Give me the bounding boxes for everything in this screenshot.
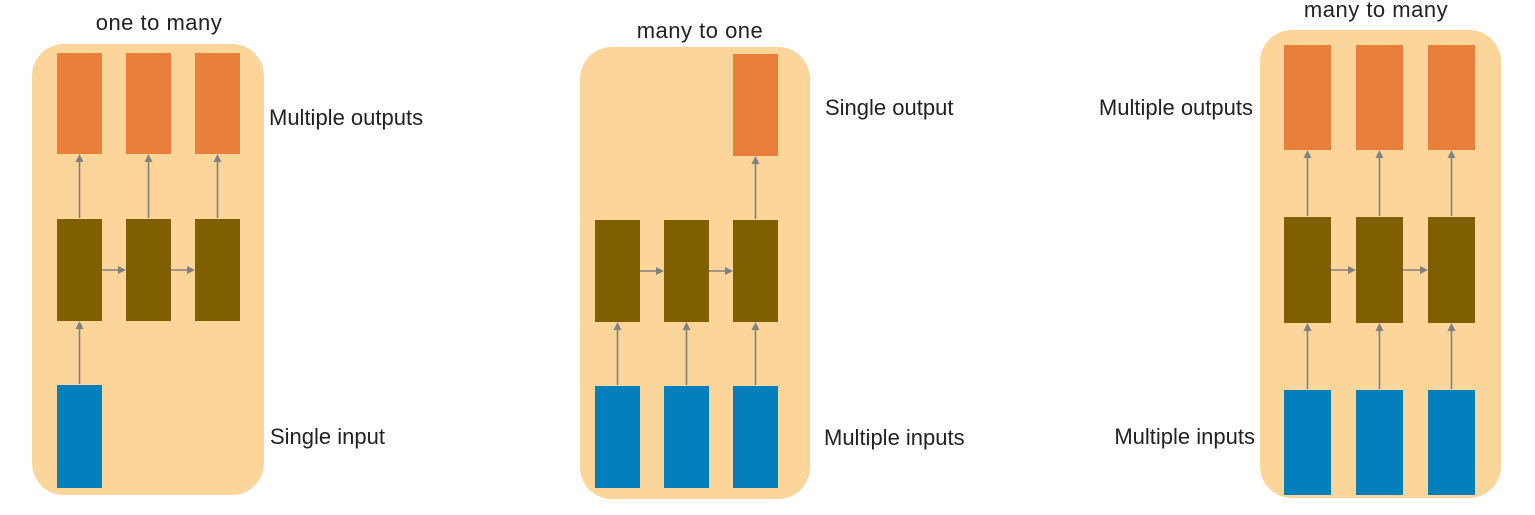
output-cell	[733, 54, 778, 156]
arrow-input-to-hidden	[1447, 323, 1456, 389]
output-cell	[57, 53, 102, 154]
arrow-input-to-hidden	[613, 322, 622, 385]
input-cell	[57, 385, 102, 488]
output-cell	[195, 53, 240, 154]
output-label: Single output	[825, 95, 953, 120]
output-label: Multiple outputs	[269, 105, 423, 130]
hidden-cell	[595, 220, 640, 322]
hidden-cell	[733, 220, 778, 322]
arrow-hidden-to-output	[1447, 150, 1456, 216]
input-cell	[1284, 390, 1331, 495]
arrow-hidden-to-hidden	[1403, 266, 1428, 274]
arrow-hidden-to-output	[1303, 150, 1312, 216]
output-cell	[1356, 45, 1403, 150]
output-cell	[126, 53, 171, 154]
arrow-hidden-to-hidden	[171, 266, 195, 274]
diagram-title: one to many	[96, 10, 223, 35]
arrow-hidden-to-hidden	[709, 267, 733, 275]
hidden-cell	[57, 219, 102, 321]
diagram-one-to-many: one to many	[32, 10, 423, 495]
arrow-hidden-to-output	[75, 154, 84, 218]
input-cell	[1356, 390, 1403, 495]
output-label: Multiple outputs	[1099, 95, 1253, 120]
diagram-title: many to many	[1304, 0, 1448, 22]
hidden-cell	[1356, 217, 1403, 323]
output-cell	[1428, 45, 1475, 150]
diagram-many-to-many: many to many	[1099, 0, 1501, 498]
arrow-hidden-to-output	[1375, 150, 1384, 216]
arrow-hidden-to-output	[213, 154, 222, 218]
arrow-hidden-to-hidden	[1331, 266, 1356, 274]
arrow-input-to-hidden	[1375, 323, 1384, 389]
input-label: Multiple inputs	[824, 425, 965, 450]
arrow-input-to-hidden	[75, 321, 84, 384]
arrow-hidden-to-output	[144, 154, 153, 218]
input-cell	[1428, 390, 1475, 495]
arrow-input-to-hidden	[751, 322, 760, 385]
arrow-hidden-to-output	[751, 156, 760, 219]
arrow-hidden-to-hidden	[640, 267, 664, 275]
input-cell	[595, 386, 640, 488]
arrow-input-to-hidden	[682, 322, 691, 385]
input-cell	[664, 386, 709, 488]
output-cell	[1284, 45, 1331, 150]
hidden-cell	[126, 219, 171, 321]
arrow-input-to-hidden	[1303, 323, 1312, 389]
arrow-hidden-to-hidden	[102, 266, 126, 274]
hidden-cell	[195, 219, 240, 321]
hidden-cell	[1428, 217, 1475, 323]
hidden-cell	[664, 220, 709, 322]
diagram-title: many to one	[637, 18, 764, 43]
diagram-many-to-one: many to one	[580, 18, 965, 499]
input-label: Single input	[270, 424, 385, 449]
input-cell	[733, 386, 778, 488]
hidden-cell	[1284, 217, 1331, 323]
input-label: Multiple inputs	[1114, 424, 1255, 449]
